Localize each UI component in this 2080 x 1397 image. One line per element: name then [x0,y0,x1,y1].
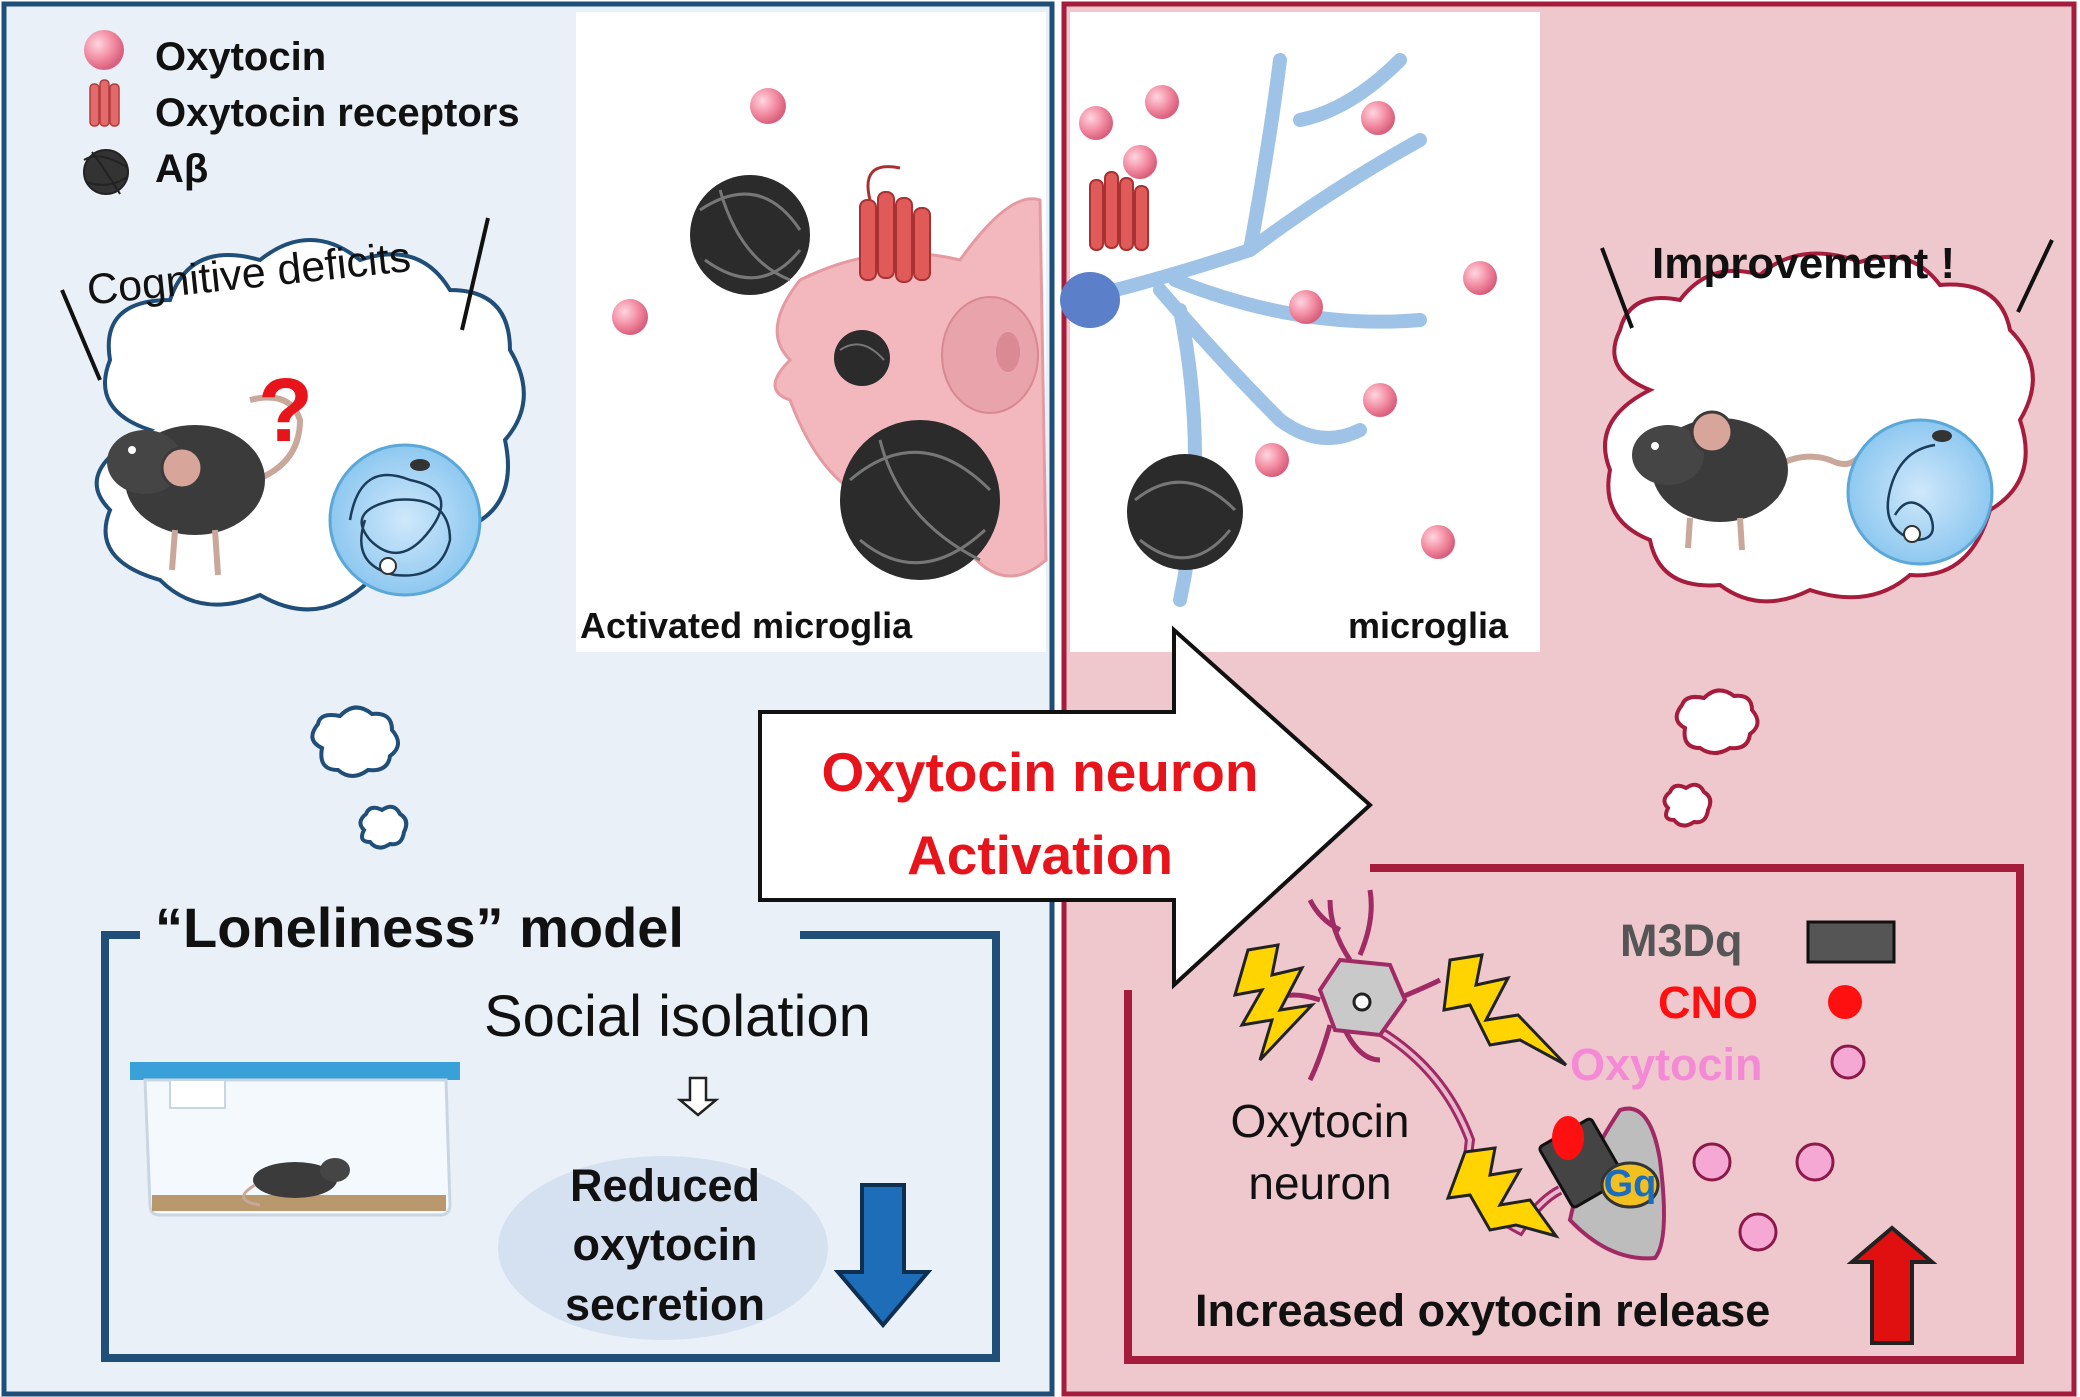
right-small-bubble-1 [1674,688,1760,755]
legend-abeta-icon [83,149,129,195]
oxytocin-molecule [1363,383,1397,417]
lightning-bolt-icon [1442,953,1568,1067]
cno-legend-icon [1828,985,1862,1019]
social-isolation-label: Social isolation [484,984,871,1049]
oxytocin-neuron-line-1: Oxytocin [1230,1095,1410,1147]
oxytocin-molecule [750,88,786,124]
confused-mouse-icon [107,394,304,576]
mouse-cage-icon [130,1062,460,1217]
oxytocin-legend-icon [1830,1044,1866,1080]
left-small-bubble-2 [358,804,409,850]
oxytocin-molecule [1289,290,1323,324]
abeta-plaque-2 [834,330,890,386]
oxytocin-legend-label: Oxytocin [1570,1039,1763,1090]
oxytocin-neuron-line-2: neuron [1248,1157,1392,1209]
dreadd-box [1124,864,2024,1364]
left-small-bubble-1 [310,705,400,778]
oxytocin-molecule [1255,443,1289,477]
reduced-line-1: Reduced [569,1160,761,1211]
oxytocin-molecule-released [1738,1212,1778,1252]
big-activation-arrow [758,625,1373,990]
lightning-bolt-icon [1445,1146,1560,1239]
oxytocin-molecule [1123,145,1157,179]
question-mark: ? [258,361,313,461]
cno-molecule [1552,1116,1584,1160]
blue-down-arrow [833,1183,933,1329]
oxytocin-molecule [1421,525,1455,559]
legend-oxytocin-icon [84,30,124,70]
down-arrow-small [676,1076,720,1117]
legend-abeta-label: Aβ [155,147,209,191]
cno-label: CNO [1658,977,1758,1028]
oxytocin-receptor-icon-right [1089,171,1149,251]
oxytocin-molecule [1079,106,1113,140]
gq-label: Gq [1603,1163,1657,1205]
legend-receptors-label: Oxytocin receptors [155,91,520,135]
microglia-nucleus [1060,272,1120,328]
abeta-plaque-1 [690,175,810,295]
oxytocin-receptor-icon [859,165,931,283]
oxytocin-molecule [1463,261,1497,295]
activation-line-2: Activation [907,824,1173,886]
reduced-line-3: secretion [564,1279,766,1330]
reduced-secretion-ellipse [498,1156,828,1340]
improvement-label: Improvement ! [1652,239,1956,288]
loneliness-model-title: “Loneliness” model [155,896,684,959]
happy-mouse-icon [1632,410,1863,551]
water-maze-dish-left [328,443,482,597]
legend-oxytocin-label: Oxytocin [155,35,327,79]
oxytocin-molecule [1361,101,1395,135]
oxytocin-molecule-released [1692,1142,1732,1182]
activation-line-1: Oxytocin neuron [821,741,1259,803]
microglia-label: microglia [1348,605,1509,646]
reduced-line-2: oxytocin [572,1219,758,1270]
legend-receptor-icon [89,79,120,127]
m3dq-label: M3Dq [1620,915,1743,966]
loneliness-model-box [101,931,1000,1362]
right-small-bubble-2 [1662,782,1713,828]
water-maze-dish-right [1846,418,1994,566]
oxytocin-molecule [1145,85,1179,119]
abeta-plaque-3 [840,420,1000,580]
oxytocin-molecule [612,299,648,335]
gq-protein [1600,1161,1660,1209]
activated-microglia-label: Activated microglia [580,605,913,646]
increased-release-label: Increased oxytocin release [1195,1285,1771,1336]
red-up-arrow [1846,1225,1938,1345]
microglia-image [1070,12,1540,652]
oxytocin-molecule-released [1795,1142,1835,1182]
abeta-plaque-right [1127,454,1243,570]
lightning-bolt-icon [1232,943,1317,1062]
m3dq-legend-icon [1806,920,1896,964]
